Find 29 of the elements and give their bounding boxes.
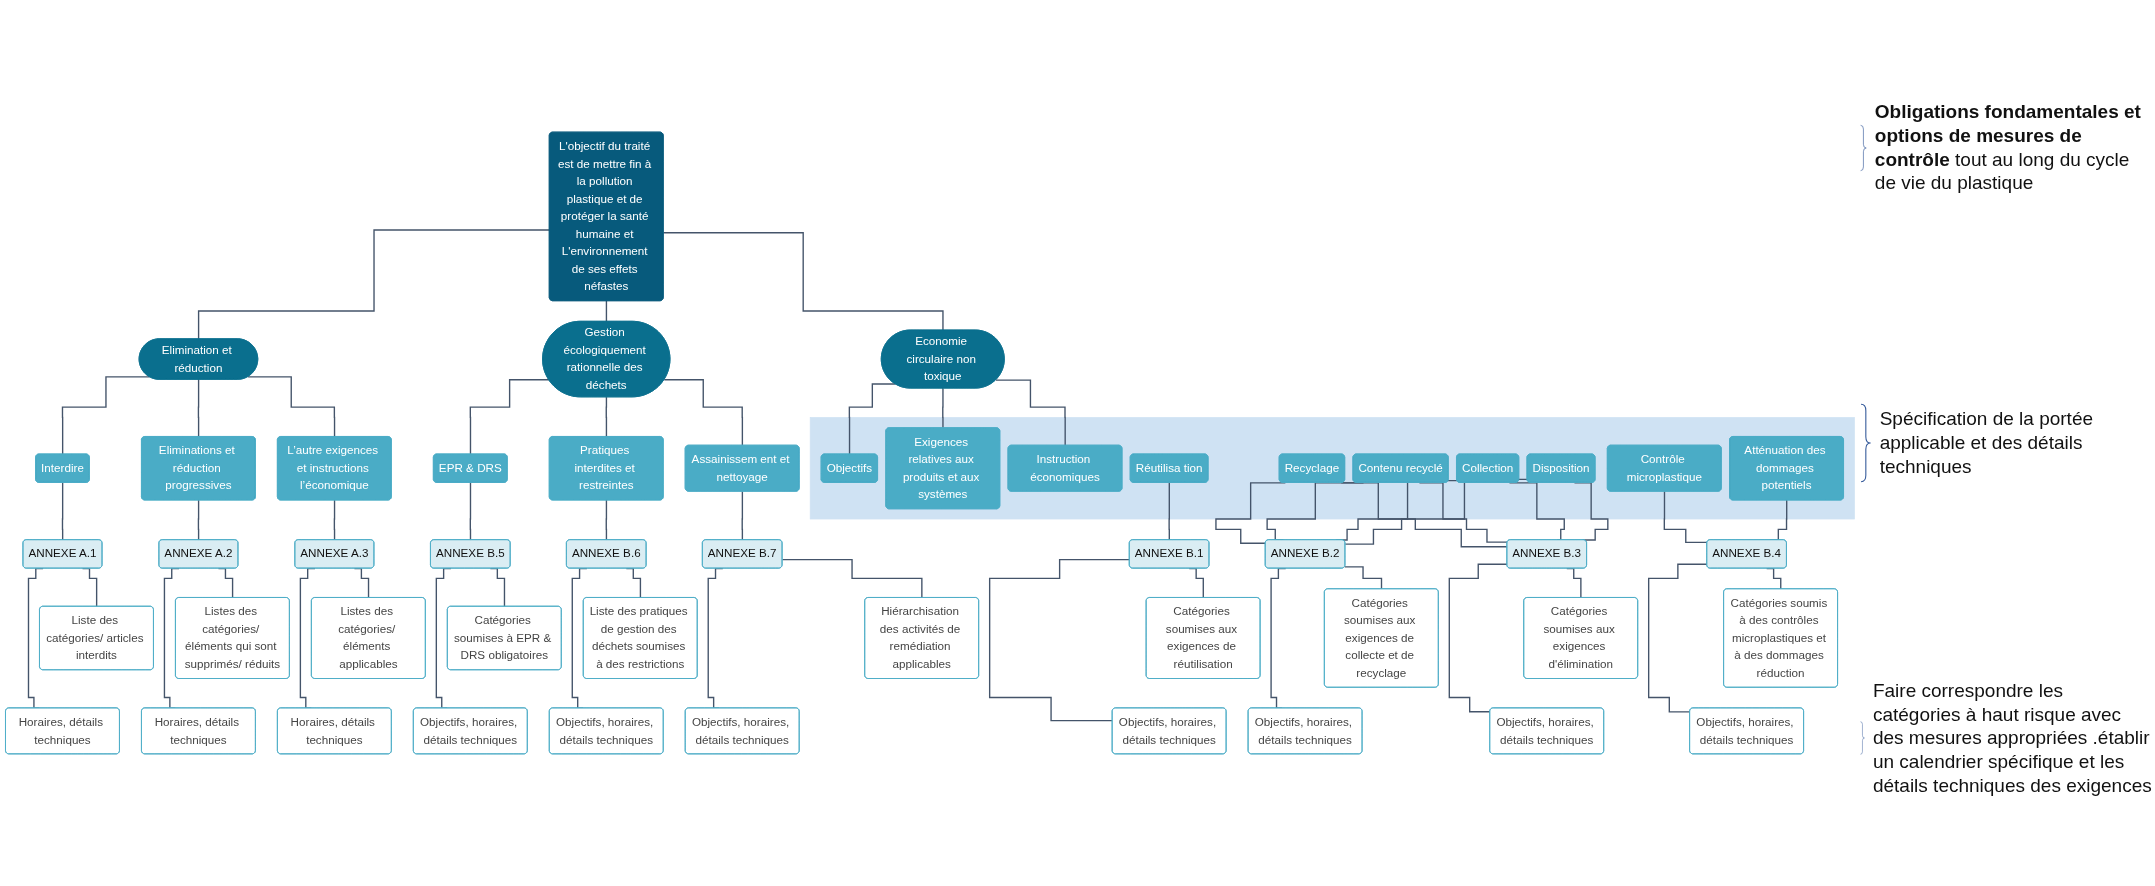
connector xyxy=(663,379,744,447)
connector xyxy=(197,378,200,438)
connector xyxy=(848,383,896,455)
connector xyxy=(197,229,551,340)
connector xyxy=(1648,563,1708,713)
side-note: Spécification de la portée applicable et des détails techniques xyxy=(1879,407,2095,479)
connector xyxy=(469,482,472,541)
connector xyxy=(469,379,550,455)
connector xyxy=(781,559,923,599)
connector xyxy=(995,379,1067,447)
connector xyxy=(197,499,200,541)
connector xyxy=(1663,490,1708,544)
connector xyxy=(605,499,608,541)
connector xyxy=(1448,563,1508,713)
connector xyxy=(61,482,64,541)
connector xyxy=(942,387,944,429)
connector xyxy=(662,232,944,332)
connector xyxy=(605,300,608,323)
connector xyxy=(741,490,744,541)
side-note: Faire correspondre les catégories à haut risque avec des mesures appropriées .établir un calendrier spécifique et les détails techniques des exigences xyxy=(1872,678,2153,798)
connector xyxy=(605,396,608,438)
side-note: Obligations fondamentales et options de mesures de contrôle tout au long du cycle de vie du plastique xyxy=(1874,100,2142,196)
connector xyxy=(1168,482,1171,541)
connector xyxy=(333,499,336,541)
connector xyxy=(1344,566,1383,590)
cluster xyxy=(809,417,1855,520)
connector xyxy=(988,559,1131,722)
connector xyxy=(61,376,151,455)
connector xyxy=(247,376,336,438)
